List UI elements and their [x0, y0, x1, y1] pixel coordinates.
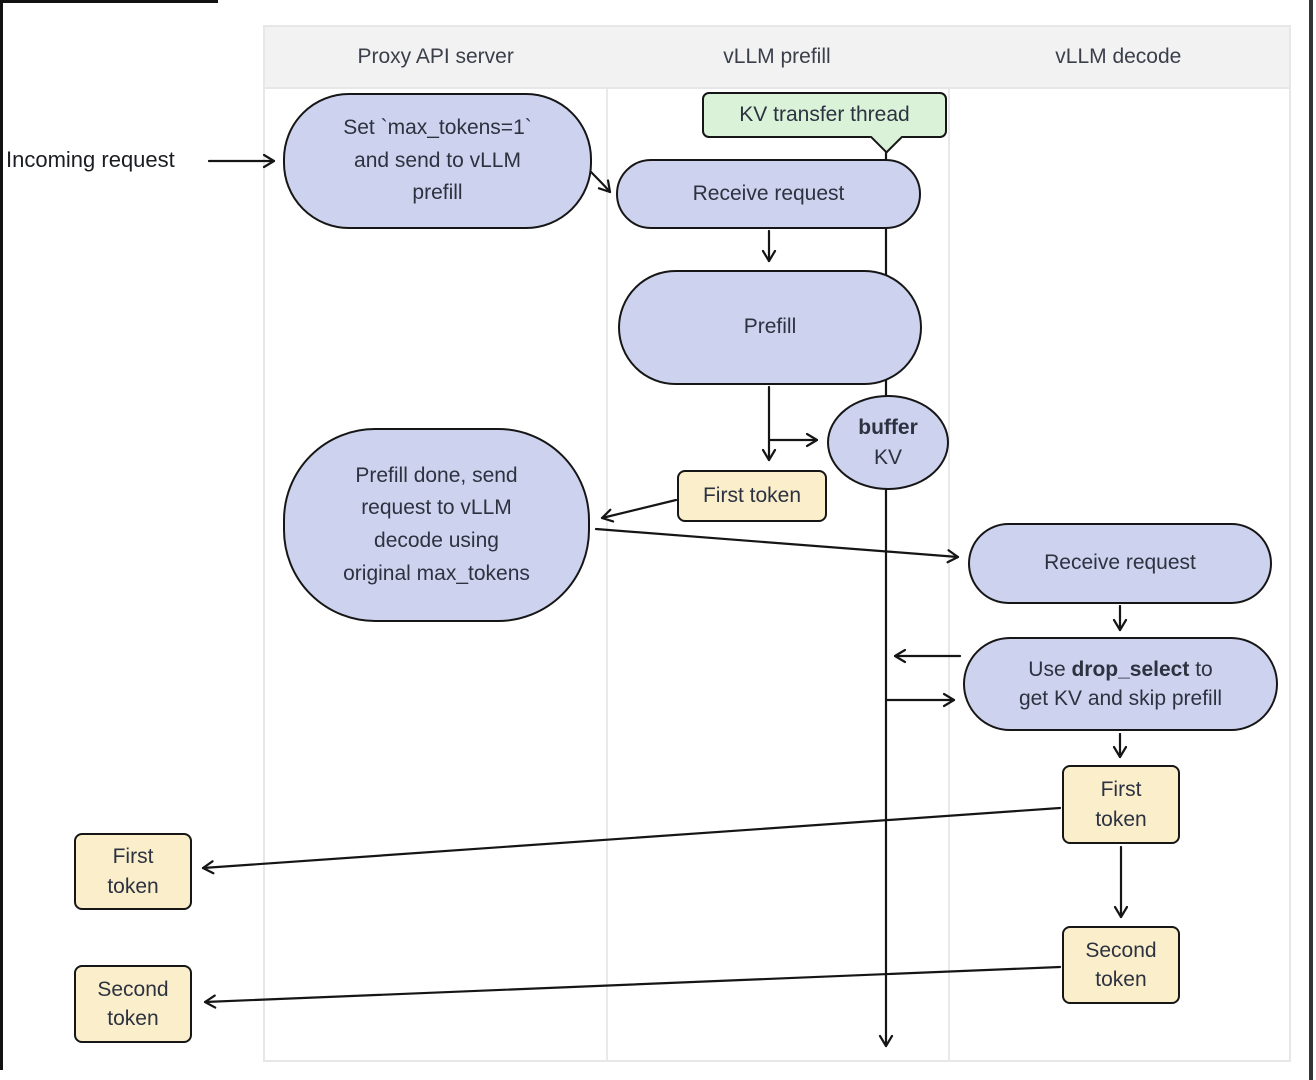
- node-receive-request-prefill: Receive request: [616, 159, 921, 229]
- node-second-token-decode: Second token: [1062, 926, 1180, 1004]
- arrow-prefill-done-to-decode-receive: [594, 527, 960, 564]
- lane-divider-1: [606, 27, 608, 1060]
- node-first-token-prefill-label: First token: [702, 483, 802, 507]
- node-kv-transfer-thread-label: KV transfer thread: [739, 102, 910, 126]
- arrow-proxy-to-prefill-receive: [587, 168, 612, 194]
- node-drop-select-line1: Use drop_select to: [1028, 655, 1212, 684]
- node-buffer-kv: buffer KV: [827, 395, 949, 490]
- node-set-max-tokens: Set `max_tokens=1` and send to vLLM pref…: [283, 93, 592, 229]
- drop-select-bold: drop_select: [1071, 657, 1190, 681]
- node-receive-request-prefill-label: Receive request: [692, 181, 845, 205]
- node-drop-select-line2: get KV and skip prefill: [1018, 687, 1223, 710]
- lane-title-vllm-prefill: vLLM prefill: [723, 45, 831, 68]
- drop-select-suffix: to: [1189, 657, 1213, 681]
- node-first-token-decode: First token: [1062, 765, 1180, 844]
- node-drop-select: Use drop_select to get KV and skip prefi…: [963, 637, 1278, 731]
- node-prefill-done-label: Prefill done, send request to vLLM decod…: [343, 463, 530, 585]
- node-second-token-left-label: Second token: [97, 977, 169, 1030]
- node-receive-request-decode: Receive request: [968, 523, 1272, 604]
- window-frame-left: [0, 0, 3, 1070]
- window-frame-top: [0, 0, 218, 3]
- node-first-token-prefill: First token: [677, 470, 827, 522]
- node-first-token-left: First token: [74, 833, 192, 910]
- lane-divider-2: [948, 27, 950, 1060]
- node-second-token-left: Second token: [74, 965, 192, 1043]
- node-buffer-label: buffer: [858, 416, 918, 440]
- window-frame-right: [1309, 0, 1313, 1080]
- lane-title-vllm-decode: vLLM decode: [1055, 45, 1182, 68]
- node-first-token-decode-label: First token: [1095, 778, 1147, 831]
- node-set-max-tokens-label: Set `max_tokens=1` and send to vLLM pref…: [343, 116, 532, 205]
- arrow-second-token-to-left: [203, 965, 1062, 1009]
- node-prefill-done: Prefill done, send request to vLLM decod…: [283, 428, 590, 622]
- node-kv-transfer-thread: KV transfer thread: [702, 92, 947, 154]
- lane-title-proxy-api-server: Proxy API server: [357, 45, 514, 68]
- arrow-first-token-to-prefill-done: [600, 498, 678, 523]
- node-buffer-kv-label: KV: [873, 445, 902, 469]
- node-receive-request-decode-label: Receive request: [1044, 551, 1196, 575]
- arrow-first-token-to-left: [201, 806, 1062, 875]
- incoming-request-label: Incoming request: [6, 147, 175, 172]
- node-prefill-label: Prefill: [743, 315, 797, 339]
- lane-header-row: Proxy API server vLLM prefill vLLM decod…: [265, 27, 1289, 89]
- node-second-token-decode-label: Second token: [1085, 938, 1157, 991]
- node-first-token-left-label: First token: [107, 845, 159, 898]
- drop-select-prefix: Use: [1028, 657, 1072, 681]
- node-prefill: Prefill: [618, 270, 922, 385]
